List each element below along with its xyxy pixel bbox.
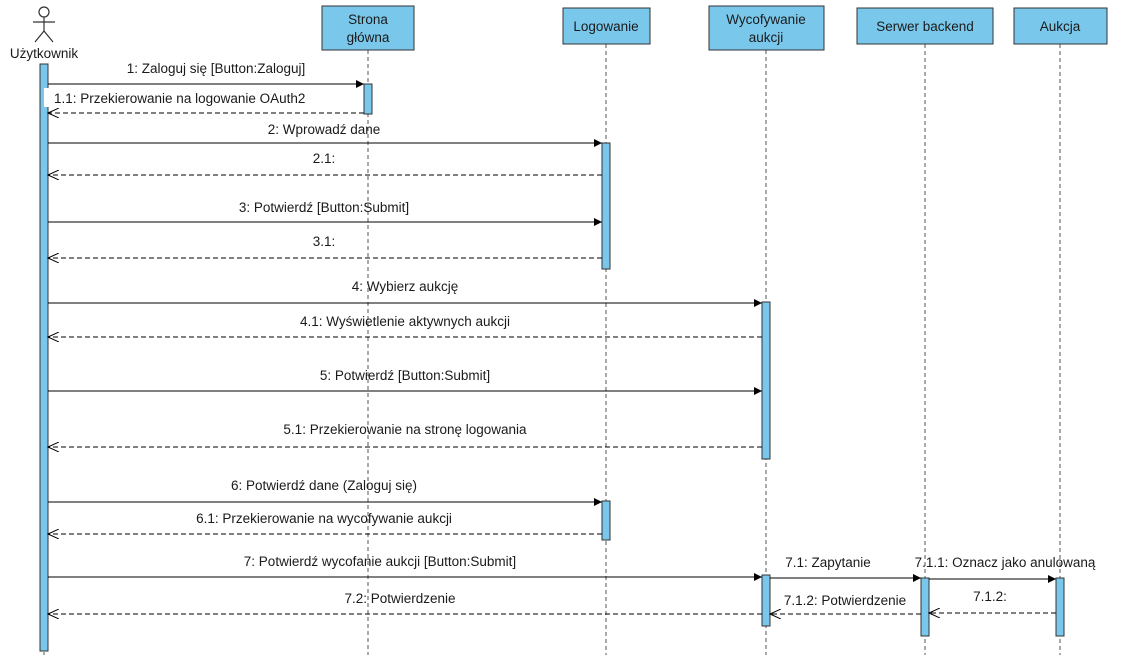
participant-heads: Strona główna Logowanie Wycofywanie aukc… (321, 5, 1108, 51)
message-7-1-2b-label-bg (771, 590, 919, 609)
participant-home-label-line1: Strona (348, 12, 388, 27)
activation-auction (1055, 577, 1065, 637)
message-5-1-label: 5.1: Przekierowanie na stronę logowania (283, 422, 527, 437)
activation-home (363, 83, 373, 115)
participant-login-label: Logowanie (573, 19, 638, 34)
message-6-label: 6: Potwierdź dane (Zaloguj się) (231, 478, 417, 493)
actor-stick-figure-icon (33, 6, 55, 43)
message-1-1-label-bg (44, 88, 360, 107)
message-7-1-2b-label: 7.1.2: Potwierdzenie (784, 593, 906, 608)
message-3-label: 3: Potwierdź [Button:Submit] (239, 200, 409, 215)
message-5-label: 5: Potwierdź [Button:Submit] (320, 368, 490, 383)
messages: 1: Zaloguj się [Button:Zaloguj] 1.1: Prz… (44, 61, 1096, 614)
message-7-label: 7: Potwierdź wycofanie aukcji [Button:Su… (244, 554, 516, 569)
participant-withdraw-label-line1: Wycofywanie (726, 12, 805, 27)
message-4-label: 4: Wybierz aukcję (352, 279, 458, 294)
message-7-1-1-label: 7.1.1: Oznacz jako anulowaną (915, 555, 1096, 570)
message-2-1-label: 2.1: (313, 151, 336, 166)
activation-login-1 (601, 142, 611, 270)
activation-withdraw-2 (761, 574, 771, 627)
actor-user: Użytkownik (10, 6, 79, 61)
participant-auction[interactable]: Aukcja (1013, 7, 1108, 45)
message-7-2-label: 7.2: Potwierdzenie (344, 591, 455, 606)
message-1-label: 1: Zaloguj się [Button:Zaloguj] (127, 61, 306, 76)
message-7-1-label: 7.1: Zapytanie (785, 555, 871, 570)
message-1-1-label: 1.1: Przekierowanie na logowanie OAuth2 (54, 91, 305, 106)
message-2-label: 2: Wprowadź dane (268, 122, 381, 137)
lifelines (43, 44, 1061, 655)
participant-backend[interactable]: Serwer backend (856, 7, 994, 45)
participant-auction-label: Aukcja (1040, 19, 1081, 34)
activation-backend (920, 577, 930, 637)
participant-backend-label: Serwer backend (876, 19, 974, 34)
participant-withdraw-label-line2: aukcji (749, 30, 784, 45)
message-3-1-label: 3.1: (313, 234, 336, 249)
participant-withdraw[interactable]: Wycofywanie aukcji (708, 5, 825, 51)
participant-login[interactable]: Logowanie (562, 7, 651, 45)
message-4-1-label: 4.1: Wyświetlenie aktywnych aukcji (300, 314, 510, 329)
activation-bars (39, 63, 1065, 652)
message-6-1-label: 6.1: Przekierowanie na wycofywanie aukcj… (196, 511, 452, 526)
message-7-1-2a-label: 7.1.2: (973, 589, 1007, 604)
activation-withdraw-1 (761, 301, 771, 460)
participant-home[interactable]: Strona główna (321, 5, 415, 51)
participant-home-label-line2: główna (347, 30, 390, 45)
activation-login-2 (601, 500, 611, 541)
activation-user (39, 63, 49, 652)
actor-label: Użytkownik (10, 46, 79, 61)
